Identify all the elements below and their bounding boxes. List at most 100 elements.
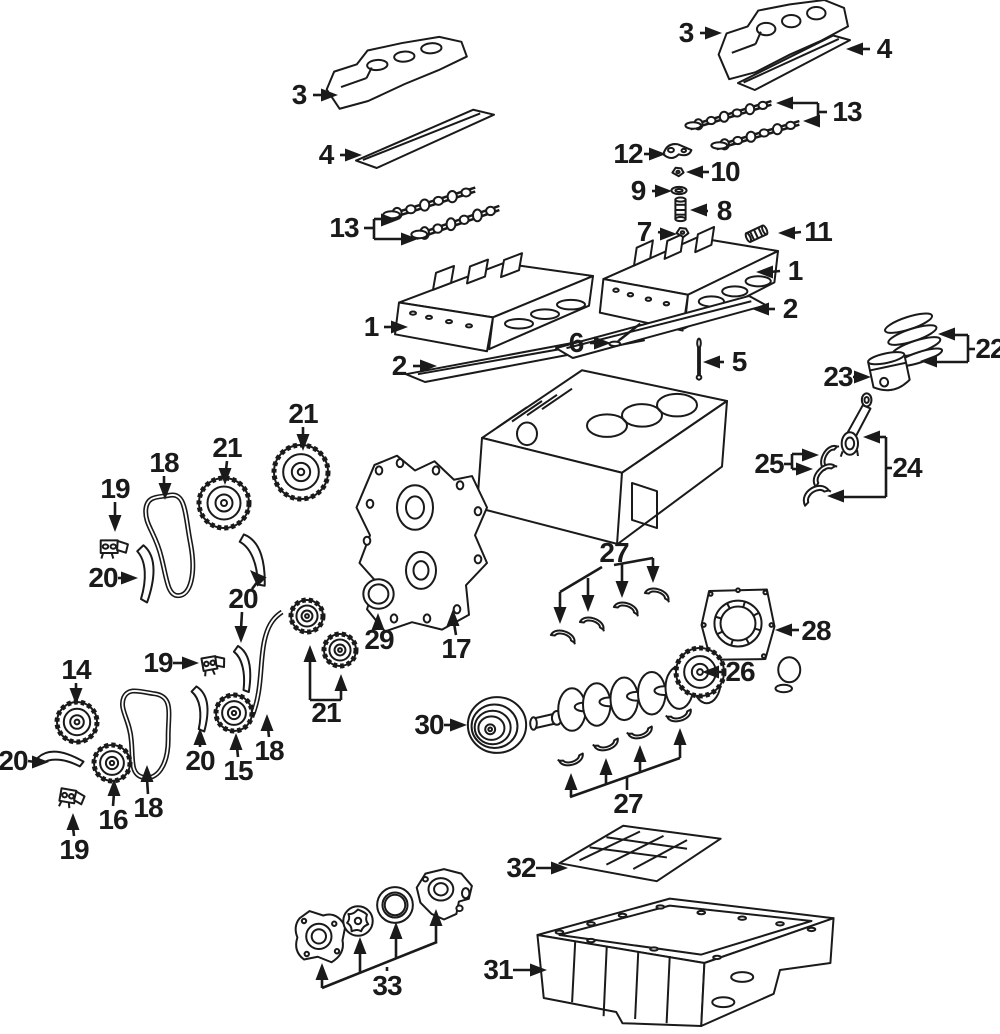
part-main-bearing-u1 (551, 627, 578, 644)
callout-7: 7 (637, 216, 677, 247)
callout-label: 13 (329, 212, 359, 243)
callout-label: 8 (717, 195, 732, 226)
callout-27: 27 (564, 728, 687, 819)
callout-arrowhead (182, 656, 199, 670)
callout-arrowhead (938, 327, 955, 341)
callout-24: 24 (827, 430, 924, 503)
callout-arrowhead (594, 336, 611, 350)
callout-label: 27 (613, 788, 643, 819)
callout-label: 10 (710, 156, 740, 187)
part-valve-cover-right (719, 0, 848, 79)
callout-1: 1 (756, 255, 804, 286)
callout-arrowhead (229, 733, 243, 750)
callout-arrowhead (649, 147, 666, 161)
callout-label: 16 (98, 804, 128, 835)
callout-20: 20 (0, 745, 49, 776)
callout-label: 26 (725, 656, 755, 687)
callout-arrowhead (702, 665, 719, 679)
callout-20: 20 (228, 570, 267, 643)
callout-label: 22 (975, 333, 1000, 364)
callout-arrowhead (703, 355, 720, 369)
callout-arrowhead (140, 765, 154, 782)
callout-arrowhead (846, 42, 863, 56)
part-oil-pump-plate (296, 911, 346, 962)
callout-label: 12 (613, 138, 643, 169)
callout-arrowhead (775, 623, 792, 637)
callout-19: 19 (143, 647, 199, 678)
callout-label: 2 (783, 293, 798, 324)
callout-label: 24 (892, 452, 923, 483)
callout-label: 20 (88, 562, 118, 593)
callout-label: 30 (414, 709, 444, 740)
callout-arrowhead (796, 462, 813, 476)
callout-arrowhead (32, 755, 49, 769)
callout-arrowhead (303, 645, 317, 662)
part-valve-stem-seal (671, 187, 686, 194)
callout-arrowhead (633, 745, 647, 762)
part-cam-sprocket-d (321, 631, 359, 669)
callout-label: 21 (311, 697, 341, 728)
callout-arrowhead (345, 148, 362, 162)
part-piston (867, 350, 911, 394)
callout-label: 21 (212, 432, 242, 463)
callout-28: 28 (775, 615, 832, 646)
part-cam-sprocket-b (271, 442, 331, 502)
part-main-bearing-l1 (558, 753, 585, 768)
callout-arrowhead (581, 595, 595, 612)
part-main-bearing-u4 (645, 585, 672, 602)
callout-29: 29 (364, 613, 395, 655)
callout-arrowhead (296, 434, 310, 451)
callout-20: 20 (185, 728, 216, 776)
callout-26: 26 (702, 656, 756, 687)
callout-label: 25 (754, 448, 784, 479)
callout-arrowhead (920, 354, 937, 368)
part-chain-tensioner-upper (101, 540, 128, 558)
callout-arrowhead (420, 359, 437, 373)
callout-arrowhead (260, 714, 274, 731)
callout-arrowhead (776, 96, 793, 110)
callout-arrowhead (450, 718, 467, 732)
part-valve-keeper (677, 228, 689, 237)
callout-30: 30 (414, 709, 467, 740)
part-oil-pump-inner-rotor (343, 906, 372, 935)
callout-label: 17 (441, 633, 471, 664)
part-timing-chain-secondary (105, 686, 181, 782)
callout-arrowhead (615, 581, 629, 598)
callout-14: 14 (61, 654, 93, 705)
callout-label: 20 (185, 745, 215, 776)
callout-arrowhead (371, 613, 385, 630)
callout-label: 2 (392, 350, 407, 381)
callout-label: 33 (372, 970, 402, 1001)
callout-label: 32 (506, 852, 536, 883)
part-cam-sprocket-a (196, 475, 252, 531)
callout-arrowhead (218, 468, 232, 485)
callout-arrowhead (321, 88, 338, 102)
callout-label: 19 (59, 834, 89, 865)
callout-leader-line (569, 756, 681, 799)
callout-arrowhead (660, 227, 677, 241)
callout-21: 21 (212, 432, 243, 485)
callout-arrowhead (802, 448, 819, 462)
part-chain-lower-right (252, 612, 282, 717)
part-crank-sprocket (91, 742, 133, 784)
part-chain-guide-right-lower (188, 686, 209, 732)
callout-13: 13 (329, 212, 418, 246)
callout-19: 19 (100, 473, 131, 532)
callout-5: 5 (703, 346, 748, 377)
callout-arrowhead (381, 213, 398, 227)
callout-1: 1 (364, 311, 408, 342)
callout-leader-line (321, 940, 438, 990)
callout-arrowhead (690, 203, 707, 217)
callout-arrowhead (752, 302, 769, 316)
callout-label: 9 (631, 175, 646, 206)
callout-label: 23 (823, 361, 853, 392)
part-main-bearing-u3 (614, 599, 641, 616)
part-crank-pulley (468, 697, 526, 753)
part-valve-cover-gasket-right (738, 35, 850, 90)
part-main-bearing-l2 (593, 738, 620, 753)
callout-arrowhead (827, 489, 844, 503)
callout-15: 15 (223, 733, 254, 786)
part-cam-sprocket-c (288, 597, 326, 635)
callout-16: 16 (98, 779, 129, 835)
